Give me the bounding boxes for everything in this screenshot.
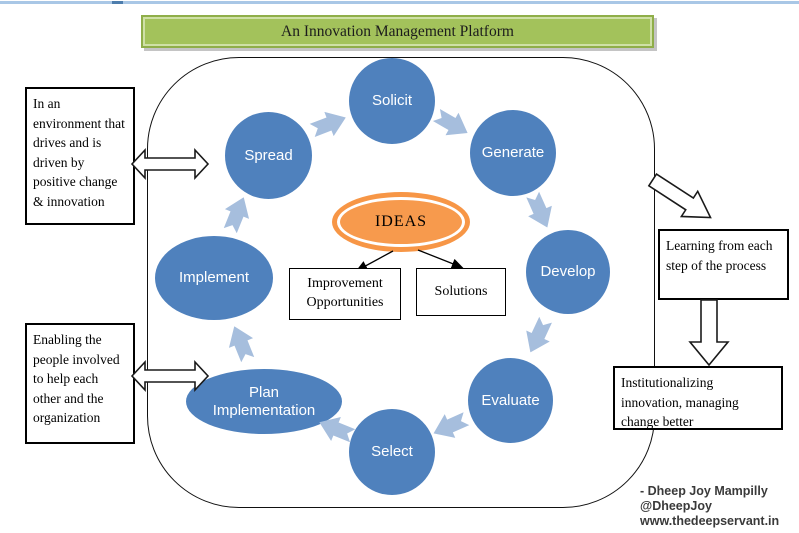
ideas-ellipse: IDEAS <box>337 197 465 247</box>
note-institutionalizing: Institutionalizing innovation, managing … <box>613 366 783 430</box>
double-arrow-icon <box>130 359 210 393</box>
node-solicit: Solicit <box>349 58 435 144</box>
top-progress-segment <box>112 1 123 4</box>
cycle-arrow-icon <box>526 316 552 353</box>
top-progress-line <box>0 1 799 4</box>
solutions-box: Solutions <box>416 268 506 316</box>
credit-block: - Dheep Joy Mampilly @DheepJoy www.thede… <box>640 484 798 529</box>
solutions-label: Solutions <box>434 283 488 299</box>
double-arrow-icon <box>130 147 210 181</box>
cycle-arrow-icon <box>223 197 250 234</box>
node-plan-implementation-label: Plan Implementation <box>212 384 316 419</box>
title-banner: An Innovation Management Platform <box>141 15 654 48</box>
ideas-label: IDEAS <box>374 213 428 230</box>
cycle-boundary-frame <box>147 57 655 508</box>
credit-handle: @DheepJoy <box>640 499 712 513</box>
node-generate-label: Generate <box>481 144 545 162</box>
cycle-arrow-icon <box>432 108 468 136</box>
note-institutionalizing-text: Institutionalizing innovation, managing … <box>621 375 739 430</box>
node-develop-label: Develop <box>540 263 596 281</box>
node-spread: Spread <box>225 112 312 199</box>
cycle-arrow-icon <box>319 416 356 443</box>
note-environment-text: In an environment that drives and is dri… <box>33 96 125 209</box>
improvement-opportunities-label: Improvement Opportunities <box>306 276 384 310</box>
cycle-arrow-icon <box>433 412 470 438</box>
node-select-label: Select <box>371 443 413 461</box>
diagonal-arrow-icon <box>647 172 712 219</box>
improvement-opportunities-box: Improvement Opportunities <box>289 268 401 320</box>
node-evaluate: Evaluate <box>468 358 553 443</box>
node-solicit-label: Solicit <box>371 92 412 110</box>
cycle-arrow-icon <box>526 191 552 228</box>
note-environment: In an environment that drives and is dri… <box>25 87 135 225</box>
note-enabling-people-text: Enabling the people involved to help eac… <box>33 332 120 426</box>
note-enabling-people: Enabling the people involved to help eac… <box>25 323 135 444</box>
note-learning: Learning from each step of the process <box>658 229 789 300</box>
page-title: An Innovation Management Platform <box>281 22 514 40</box>
ideas-connector-arrows-icon <box>355 249 464 272</box>
note-learning-text: Learning from each step of the process <box>666 238 773 273</box>
node-generate: Generate <box>470 110 556 196</box>
node-plan-implementation: Plan Implementation <box>186 369 342 434</box>
cycle-arrow-icon <box>309 111 346 137</box>
node-implement: Implement <box>155 236 273 320</box>
credit-website: www.thedeepservant.in <box>640 514 780 528</box>
node-spread-label: Spread <box>244 146 293 164</box>
cycle-arrow-icon <box>228 326 255 363</box>
node-select: Select <box>349 409 435 495</box>
down-arrow-icon <box>688 299 730 367</box>
node-develop: Develop <box>526 230 610 314</box>
node-evaluate-label: Evaluate <box>481 391 540 409</box>
credit-author: - Dheep Joy Mampilly <box>640 484 768 498</box>
node-implement-label: Implement <box>178 269 250 287</box>
